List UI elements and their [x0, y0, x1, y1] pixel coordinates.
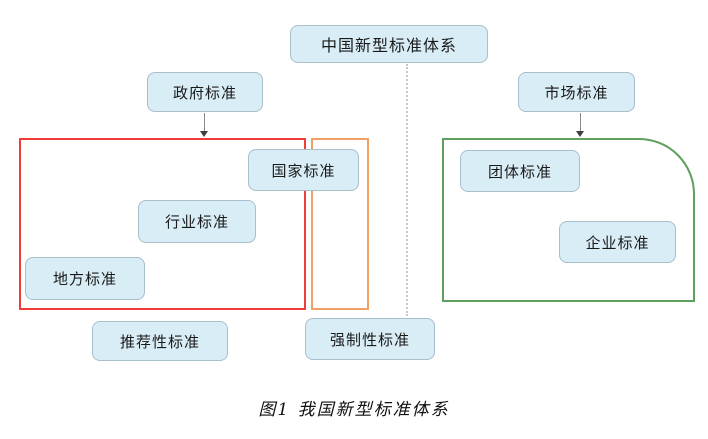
mandatory-standards-frame	[311, 138, 369, 310]
market-standards-frame	[442, 138, 695, 302]
arrow-government-to-frame	[200, 113, 208, 137]
government-standards-frame	[19, 138, 306, 310]
node-local-standards: 地方标准	[25, 257, 145, 300]
node-group-standards: 团体标准	[460, 150, 580, 192]
figure-caption: 图1 我国新型标准体系	[258, 400, 450, 420]
node-industry-standards: 行业标准	[138, 200, 256, 243]
node-china-new-standard-system: 中国新型标准体系	[290, 25, 488, 63]
node-mandatory-standards: 强制性标准	[305, 318, 435, 360]
node-market-standards: 市场标准	[518, 72, 635, 112]
arrow-shaft	[203, 113, 205, 131]
arrow-head-icon	[576, 131, 584, 137]
node-national-standards: 国家标准	[248, 149, 359, 191]
node-recommended-standards: 推荐性标准	[92, 321, 228, 361]
arrow-market-to-frame	[576, 113, 584, 137]
node-government-standards: 政府标准	[147, 72, 263, 112]
dotted-connector-line	[406, 64, 408, 316]
arrow-shaft	[579, 113, 581, 131]
node-enterprise-standards: 企业标准	[559, 221, 676, 263]
arrow-head-icon	[200, 131, 208, 137]
